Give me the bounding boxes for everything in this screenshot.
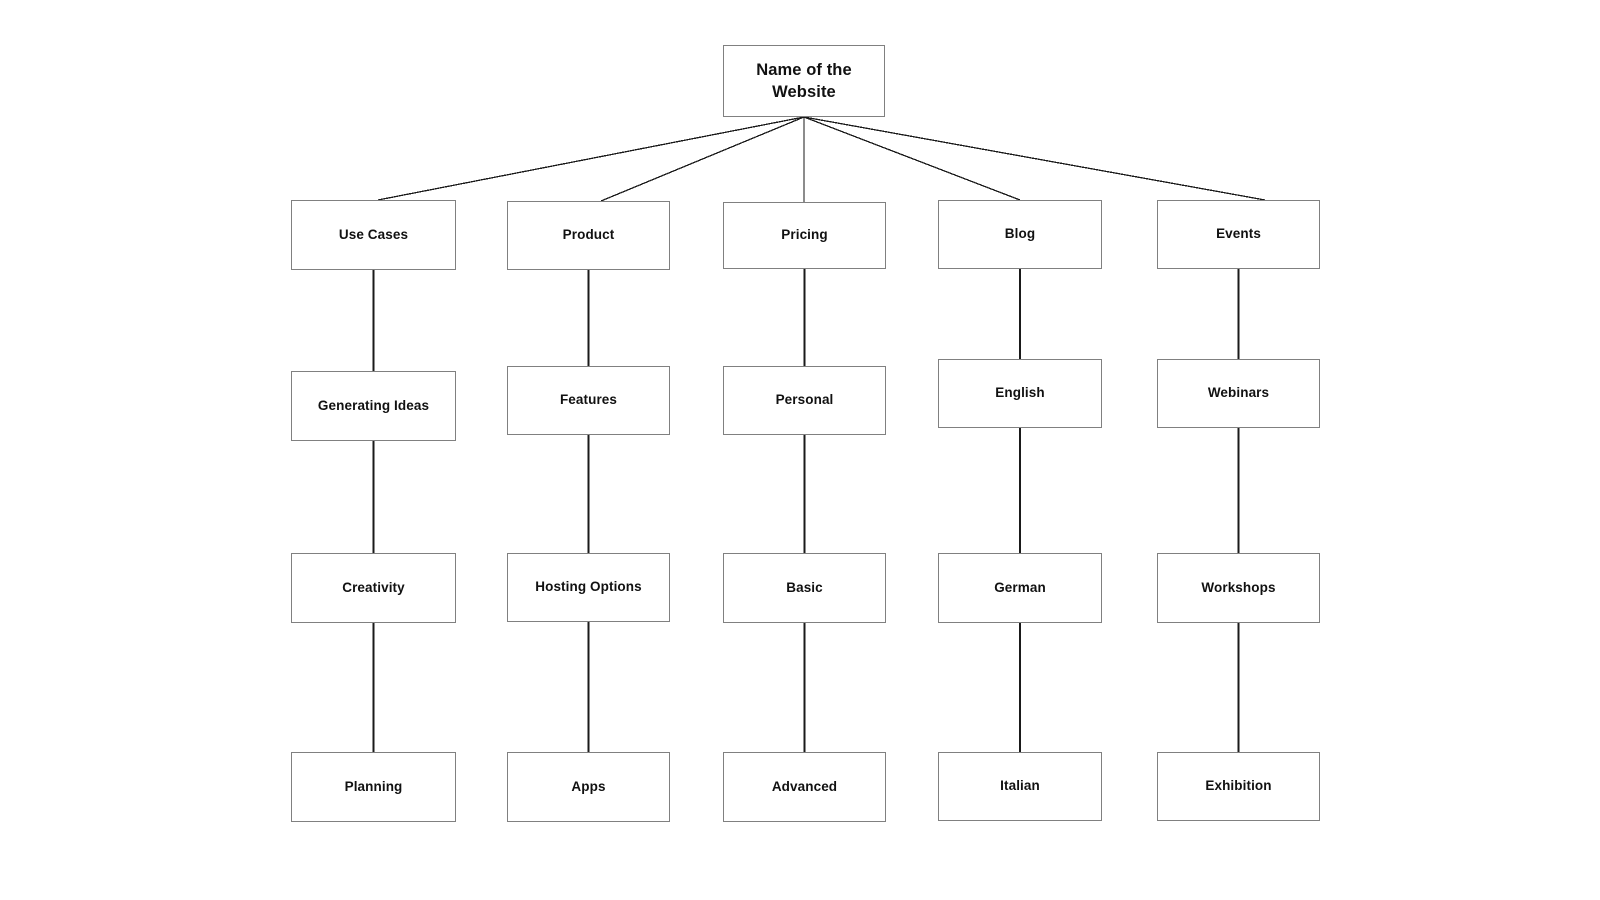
node-label: Blog	[1004, 226, 1036, 242]
edge-root-to-blog	[803, 116, 1021, 201]
node-events-0[interactable]: Events	[1157, 200, 1320, 269]
node-blog-0[interactable]: Blog	[938, 200, 1102, 269]
node-label: Pricing	[781, 227, 828, 243]
edge-root-to-use-cases	[377, 116, 805, 201]
node-label: Features	[559, 392, 618, 408]
node-use-cases-3[interactable]: Planning	[291, 752, 456, 822]
node-pricing-2[interactable]: Basic	[723, 553, 886, 623]
node-events-1[interactable]: Webinars	[1157, 359, 1320, 428]
node-label: English	[995, 385, 1045, 401]
node-label: Creativity	[342, 579, 405, 595]
node-label: Events	[1216, 226, 1261, 242]
node-use-cases-0[interactable]: Use Cases	[291, 200, 456, 270]
node-label: Basic	[786, 579, 823, 595]
node-label: Italian	[1000, 778, 1040, 794]
node-label: Webinars	[1207, 385, 1270, 401]
node-product-1[interactable]: Features	[507, 366, 670, 435]
node-label: Generating Ideas	[317, 397, 430, 413]
edge-root-to-events	[803, 116, 1266, 201]
node-label: Personal	[775, 392, 834, 408]
node-label: Planning	[344, 778, 403, 794]
node-label: Product	[562, 227, 615, 243]
node-use-cases-2[interactable]: Creativity	[291, 553, 456, 623]
node-label: Advanced	[771, 778, 838, 794]
node-label: Name of the Website	[756, 60, 852, 101]
node-blog-1[interactable]: English	[938, 359, 1102, 428]
node-product-0[interactable]: Product	[507, 201, 670, 270]
node-label: Exhibition	[1205, 778, 1272, 794]
node-label: German	[994, 579, 1046, 595]
node-label: Workshops	[1201, 579, 1276, 595]
edge-root-to-product	[600, 116, 805, 202]
node-pricing-0[interactable]: Pricing	[723, 202, 886, 269]
node-pricing-1[interactable]: Personal	[723, 366, 886, 435]
node-use-cases-1[interactable]: Generating Ideas	[291, 371, 456, 441]
node-label: Use Cases	[338, 226, 409, 242]
node-product-3[interactable]: Apps	[507, 752, 670, 822]
node-blog-2[interactable]: German	[938, 553, 1102, 623]
node-label: Hosting Options	[535, 579, 642, 595]
node-pricing-3[interactable]: Advanced	[723, 752, 886, 822]
node-root[interactable]: Name of the Website	[723, 45, 885, 117]
node-events-2[interactable]: Workshops	[1157, 553, 1320, 623]
node-product-2[interactable]: Hosting Options	[507, 553, 670, 622]
node-blog-3[interactable]: Italian	[938, 752, 1102, 821]
node-label: Apps	[571, 778, 606, 794]
node-events-3[interactable]: Exhibition	[1157, 752, 1320, 821]
